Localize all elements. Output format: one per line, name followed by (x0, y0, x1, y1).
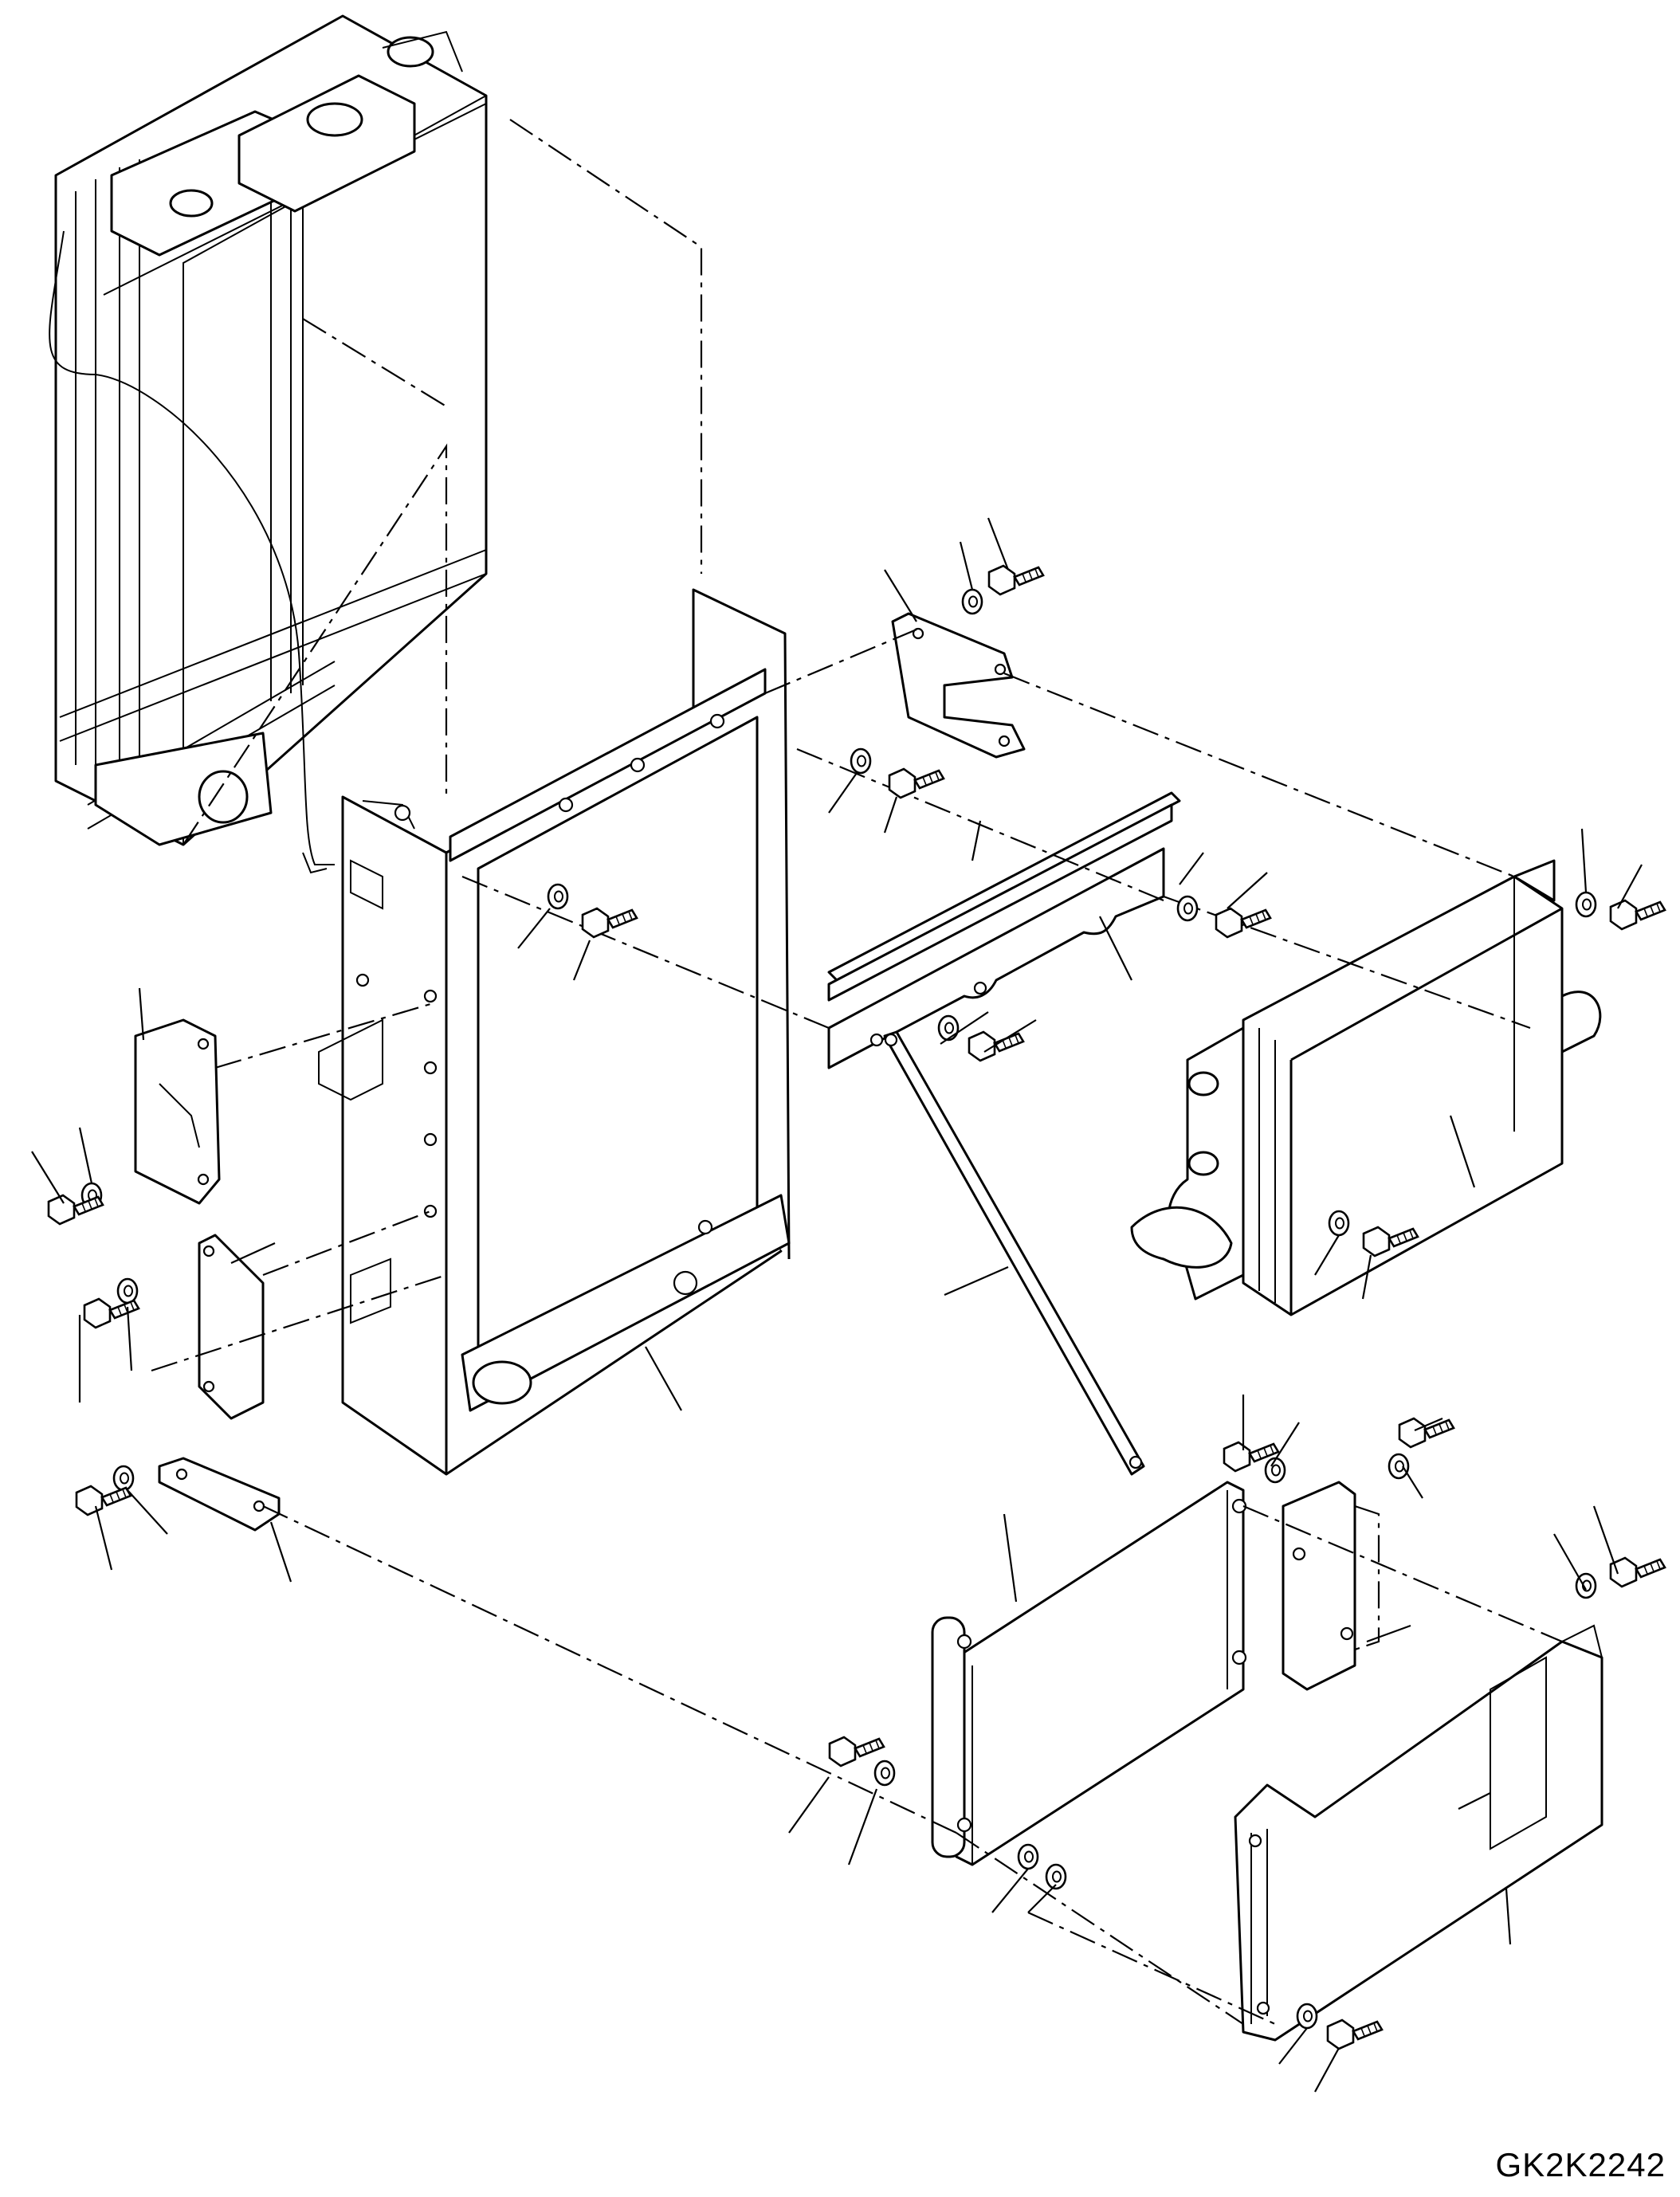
left-lower-bracket (158, 1457, 281, 1532)
leader-lines (31, 517, 1643, 2093)
left-upper-bracket (134, 1018, 221, 1205)
aftercooler (1130, 859, 1602, 1316)
shroud-frame (318, 588, 791, 1476)
cover-plate (827, 847, 1165, 1069)
stay-rod (883, 1030, 1145, 1476)
condenser-guard (1234, 1624, 1603, 2042)
receiver-bracket (1282, 1481, 1356, 1691)
seal-rail (827, 791, 1181, 1002)
left-mid-bracket (198, 1234, 265, 1420)
upper-mount-bracket (891, 612, 1026, 759)
radiator-assembly (49, 14, 488, 874)
condenser (931, 1481, 1247, 1866)
drawing-code: GK2K2242 (1495, 2146, 1666, 2183)
